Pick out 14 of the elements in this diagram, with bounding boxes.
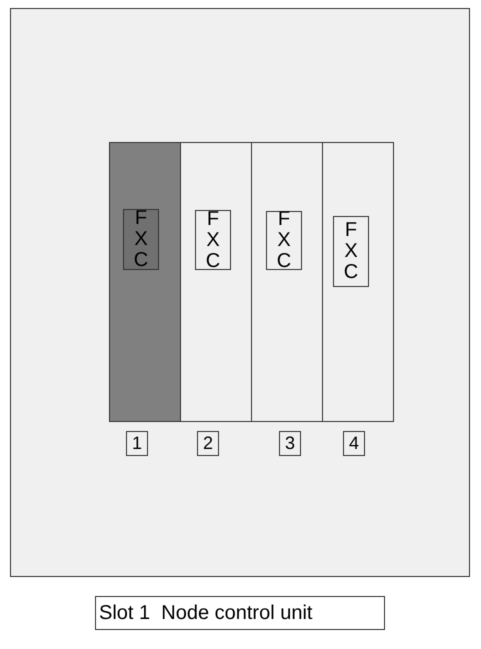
slot-number: 1 xyxy=(126,431,148,456)
module-label: F X C xyxy=(123,209,159,270)
card-slot xyxy=(109,142,181,422)
caption: Slot 1 Node control unit xyxy=(95,596,385,630)
device-panel xyxy=(10,8,470,577)
slot-number: 3 xyxy=(279,431,301,456)
module-label: F X C xyxy=(266,211,302,270)
slot-number: 4 xyxy=(343,431,365,456)
module-label: F X C xyxy=(195,210,231,270)
card-slot xyxy=(322,142,394,422)
module-label: F X C xyxy=(333,216,369,287)
card-slot xyxy=(251,142,323,422)
card-slot xyxy=(180,142,252,422)
slot-number: 2 xyxy=(197,431,219,456)
